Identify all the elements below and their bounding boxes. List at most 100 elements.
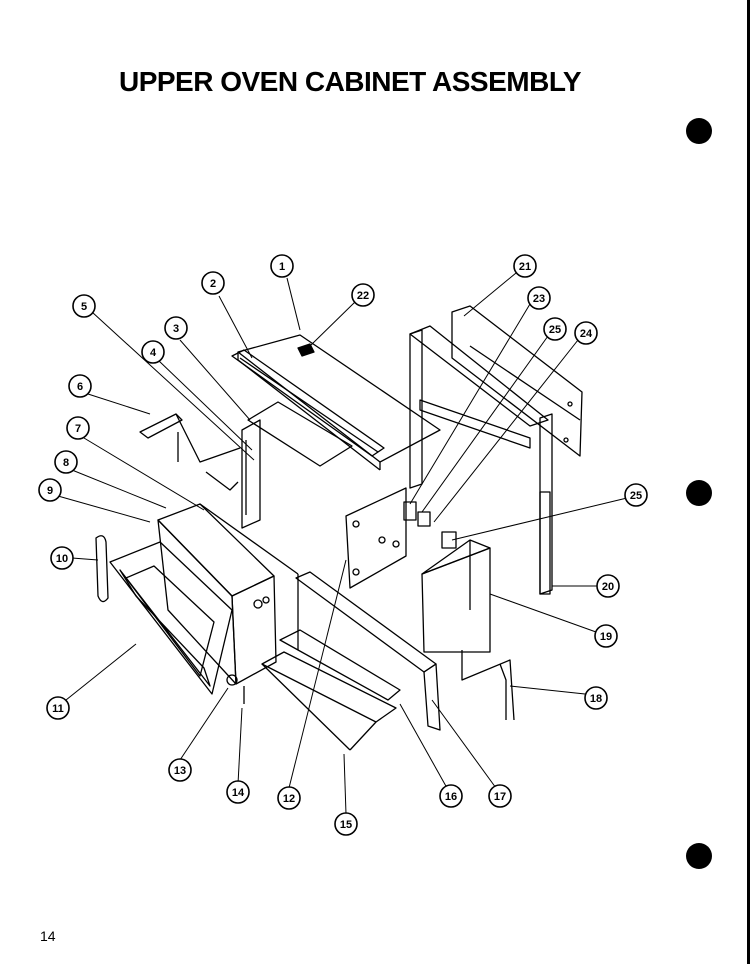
callout-circle [226, 780, 250, 804]
callout-13: 13 [168, 758, 192, 782]
oven-liner [157, 503, 299, 685]
callout-6: 6 [68, 374, 92, 398]
callout-circle [513, 254, 537, 278]
page-edge [747, 0, 750, 964]
switch-brackets [403, 501, 457, 549]
callout-circle [594, 624, 618, 648]
callout-circle [54, 450, 78, 474]
callout-circle [334, 812, 358, 836]
callout-11: 11 [46, 696, 70, 720]
callout-25a: 25 [543, 317, 567, 341]
callout-5: 5 [72, 294, 96, 318]
callout-number: 10 [56, 553, 68, 565]
front-rail [231, 349, 385, 457]
callout-number: 21 [519, 261, 531, 273]
back-panel [451, 305, 583, 457]
fasteners [226, 674, 245, 704]
leader-lines [57, 272, 628, 815]
callout-3: 3 [164, 316, 188, 340]
callout-circle [50, 546, 74, 570]
side-panel [345, 487, 407, 589]
callout-19: 19 [594, 624, 618, 648]
page-title: UPPER OVEN CABINET ASSEMBLY [118, 66, 582, 97]
callout-number: 7 [75, 423, 81, 435]
callout-circle [66, 416, 90, 440]
callout-circle [574, 321, 598, 345]
callout-number: 2 [210, 278, 216, 290]
callout-number: 18 [590, 693, 602, 705]
callout-7: 7 [66, 416, 90, 440]
callout-number: 22 [357, 290, 369, 302]
callout-number: 1 [279, 261, 285, 273]
callout-20: 20 [596, 574, 620, 598]
callout-circle [46, 696, 70, 720]
callout-circle [351, 283, 375, 307]
callout-circle [527, 286, 551, 310]
bottom-trim [261, 629, 401, 751]
callout-21: 21 [513, 254, 537, 278]
callout-number: 5 [81, 301, 87, 313]
callout-number: 4 [150, 347, 157, 359]
callout-number: 25 [549, 324, 561, 336]
callout-circle [277, 786, 301, 810]
right-cabinet [421, 539, 491, 653]
callout-number: 20 [602, 581, 614, 593]
callout-number: 25 [630, 490, 642, 502]
callout-2: 2 [201, 271, 225, 295]
callout-circle [488, 784, 512, 808]
callout-circle [624, 483, 648, 507]
callout-25b: 25 [624, 483, 648, 507]
callout-10: 10 [50, 546, 74, 570]
callout-circle [68, 374, 92, 398]
callout-number: 13 [174, 765, 186, 777]
page-number: 14 [40, 928, 56, 944]
callout-circle [141, 340, 165, 364]
front-frame [109, 541, 233, 695]
rear-frame [409, 325, 553, 595]
callout-number: 12 [283, 793, 295, 805]
callout-16: 16 [439, 784, 463, 808]
callout-circle [164, 316, 188, 340]
callout-number: 8 [63, 457, 69, 469]
callout-number: 6 [77, 381, 83, 393]
rear-strip [539, 491, 551, 595]
callout-number: 19 [600, 631, 612, 643]
right-foot-bracket [461, 650, 515, 721]
callout-circle [543, 317, 567, 341]
callout-23: 23 [527, 286, 551, 310]
left-bracket [139, 413, 241, 491]
callout-circle [596, 574, 620, 598]
callout-circle [168, 758, 192, 782]
callout-number: 3 [173, 323, 179, 335]
callout-9: 9 [38, 478, 62, 502]
callout-circle [584, 686, 608, 710]
callout-number: 11 [52, 703, 64, 715]
callout-circle [201, 271, 225, 295]
callout-number: 9 [47, 485, 53, 497]
callout-22: 22 [351, 283, 375, 307]
callout-14: 14 [226, 780, 250, 804]
lower-rail [295, 571, 441, 731]
callout-circle [439, 784, 463, 808]
binder-hole-middle [686, 480, 712, 506]
callout-8: 8 [54, 450, 78, 474]
callout-number: 15 [340, 819, 352, 831]
callout-4: 4 [141, 340, 165, 364]
callout-number: 16 [445, 791, 457, 803]
binder-hole-top [686, 118, 712, 144]
callout-12: 12 [277, 786, 301, 810]
callout-circle [270, 254, 294, 278]
callout-number: 24 [580, 328, 593, 340]
callout-17: 17 [488, 784, 512, 808]
callout-15: 15 [334, 812, 358, 836]
callout-18: 18 [584, 686, 608, 710]
callout-24: 24 [574, 321, 598, 345]
callout-number: 23 [533, 293, 545, 305]
callout-number: 17 [494, 791, 506, 803]
callout-1: 1 [270, 254, 294, 278]
hinge-strip [95, 535, 109, 603]
binder-hole-bottom [686, 843, 712, 869]
